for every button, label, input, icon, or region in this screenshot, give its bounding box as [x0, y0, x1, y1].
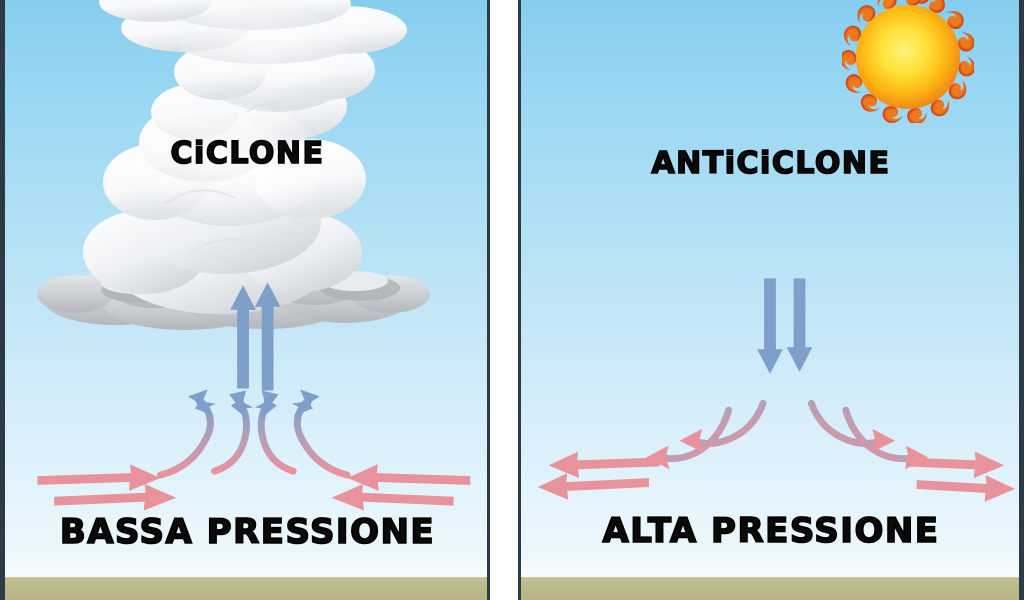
panel-title-anticiclone: ANTiCiCLONE — [651, 145, 891, 182]
inflow-arrow — [331, 464, 471, 511]
inflow-arrow — [37, 464, 177, 511]
sun-icon — [839, 0, 976, 125]
ground-strip — [5, 577, 487, 600]
curved-arrow-head — [645, 428, 929, 470]
panel-title-ciclone: CiCLONE — [170, 135, 325, 172]
ground-haze — [521, 552, 1019, 578]
downdraft-arrow — [757, 278, 783, 374]
ground-strip — [521, 577, 1019, 600]
pressure-label-alta: ALTA PRESSIONE — [602, 510, 940, 552]
ground-haze — [5, 552, 487, 578]
downdraft-arrow — [786, 278, 813, 372]
storm-cloud-icon — [37, 0, 430, 330]
panel-anticiclone: ANTiCiCLONE — [518, 0, 1024, 600]
outflow-arrow — [905, 451, 1016, 502]
panel-ciclone: CiCLONE — [0, 0, 490, 600]
outflow-arrow — [537, 451, 660, 500]
curved-arrow-head — [187, 389, 320, 411]
pressure-label-bassa: BASSA PRESSIONE — [59, 511, 436, 553]
